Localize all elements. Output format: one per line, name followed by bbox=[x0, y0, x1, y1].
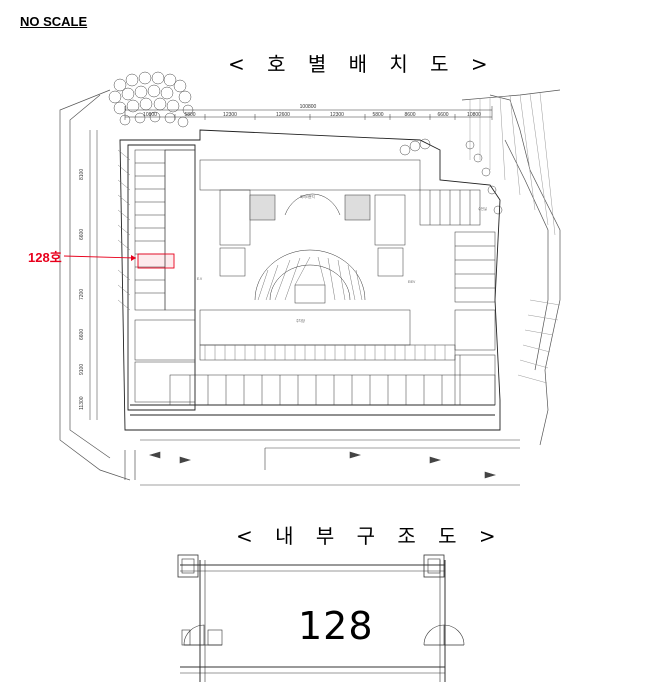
bottom-road bbox=[140, 439, 520, 486]
label-parking: 주차장 bbox=[296, 318, 305, 323]
central-layout bbox=[199, 159, 456, 361]
dim-left-0: 8100 bbox=[79, 169, 85, 180]
dim-left-3: 6600 bbox=[79, 329, 85, 340]
scale-note: NO SCALE bbox=[20, 14, 88, 29]
site-plan-title: < 호 별 배 치 도 > bbox=[228, 52, 496, 76]
label-ev-left: E.V bbox=[197, 277, 203, 281]
dim-top-1: 5800 bbox=[184, 112, 195, 118]
dimension-lines bbox=[89, 106, 493, 420]
dim-top-4: 12300 bbox=[330, 112, 344, 118]
interior-unit-number: 128 bbox=[298, 604, 374, 648]
dim-top-7: 6600 bbox=[437, 112, 448, 118]
unit-128-highlight bbox=[137, 253, 175, 269]
interior-title: < 내 부 구 조 도 > bbox=[236, 524, 504, 548]
dim-left-1: 6600 bbox=[79, 229, 85, 240]
interior-drawing bbox=[177, 554, 465, 682]
dim-top-8: 10800 bbox=[467, 112, 481, 118]
left-hatch bbox=[117, 149, 131, 311]
right-unit-column bbox=[419, 189, 496, 351]
label-ev-right: E/EV bbox=[408, 280, 416, 284]
dim-top-3: 12600 bbox=[276, 112, 290, 118]
dim-top-6: 8600 bbox=[404, 112, 415, 118]
callout-line bbox=[63, 255, 137, 259]
overall-dimension: 100800 bbox=[300, 104, 317, 110]
building-footprint bbox=[119, 129, 501, 431]
road-hatch bbox=[469, 92, 561, 384]
left-unit-column bbox=[134, 149, 196, 403]
dim-left-5: 11300 bbox=[79, 396, 85, 410]
label-lounge: 회의라운지 bbox=[300, 194, 315, 199]
label-substation: 수전실 bbox=[478, 206, 487, 211]
parking-stripes bbox=[204, 256, 446, 360]
callout-arrow bbox=[131, 255, 136, 261]
left-dimensions: 8100 6600 7200 6600 9100 11300 bbox=[79, 169, 85, 410]
bottom-unit-row bbox=[169, 354, 496, 406]
top-dimensions: 10800 5800 12300 12600 12300 5800 8600 6… bbox=[143, 112, 481, 118]
dim-left-4: 9100 bbox=[79, 364, 85, 375]
unit-128-callout: 128호 bbox=[28, 250, 62, 265]
trees-cluster bbox=[108, 71, 503, 215]
dim-top-5: 5800 bbox=[372, 112, 383, 118]
dim-left-2: 7200 bbox=[79, 289, 85, 300]
dim-top-0: 10800 bbox=[143, 112, 157, 118]
dim-top-2: 12300 bbox=[223, 112, 237, 118]
